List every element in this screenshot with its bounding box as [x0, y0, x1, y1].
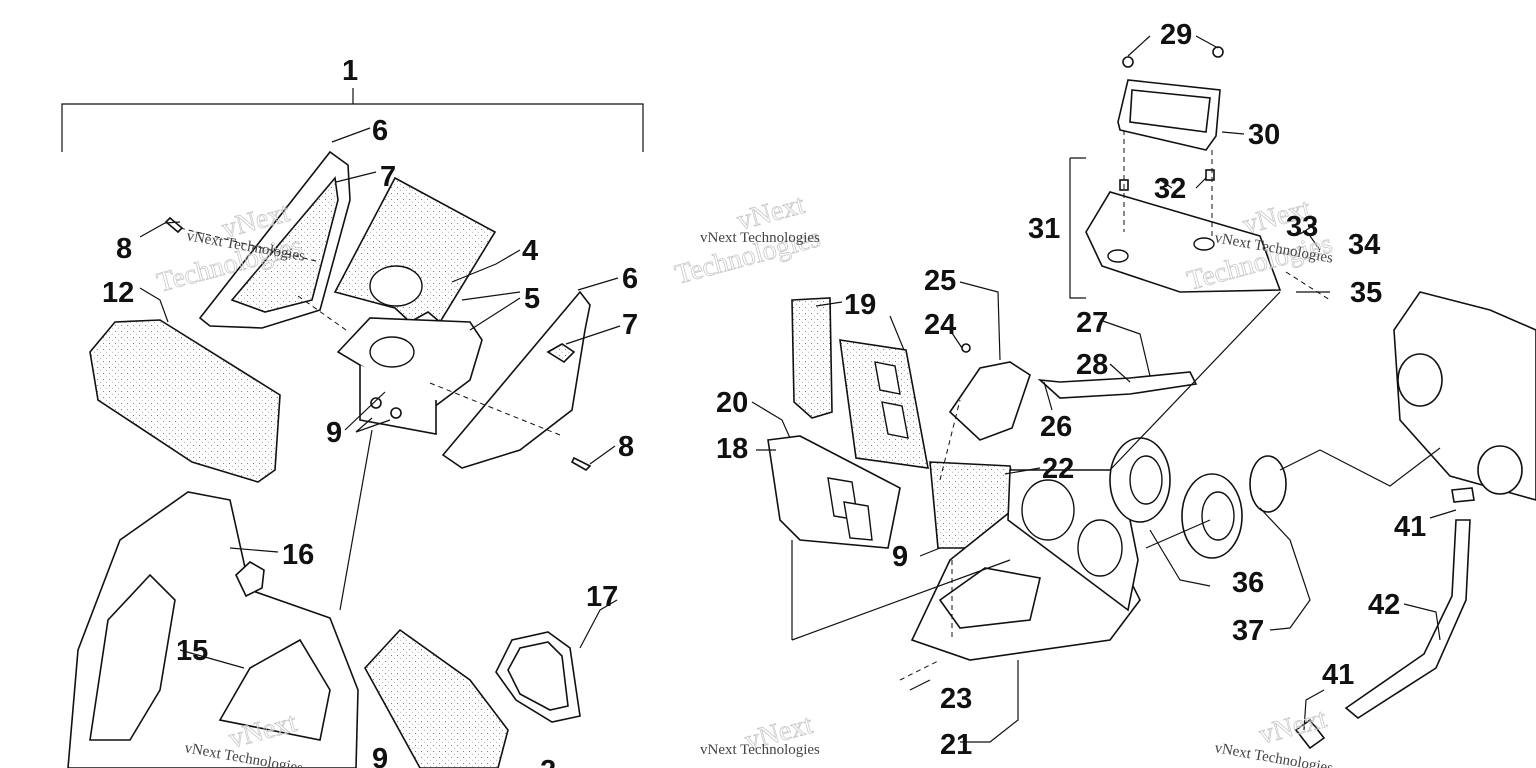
callout-35: 35 [1350, 277, 1382, 309]
callout-20: 20 [716, 387, 748, 419]
gasket-19b-slot1 [874, 361, 901, 395]
callout-15: 15 [176, 635, 208, 667]
callout-42: 42 [1368, 589, 1400, 621]
callout-7-top: 7 [380, 161, 396, 193]
plate-5-skirt [359, 365, 437, 435]
callout-41-lower: 41 [1322, 659, 1354, 691]
callout-17: 17 [586, 581, 618, 613]
clamp-41b [1294, 718, 1326, 750]
callout-22: 22 [1042, 453, 1074, 485]
screw-24 [961, 343, 971, 353]
airbox-port-2 [1077, 519, 1123, 577]
filter-frame-right [441, 290, 591, 469]
callout-9-bottom: 9 [372, 743, 388, 768]
nut-9b [390, 407, 402, 419]
hose-28 [1037, 371, 1198, 399]
carb-port-2 [1477, 445, 1523, 495]
callout-19: 19 [844, 289, 876, 321]
screw-29a [1122, 56, 1134, 68]
callout-labels: 1 6 7 8 4 12 5 6 7 9 8 16 17 15 9 2 29 3… [102, 19, 1426, 768]
boot-36a-inner [1129, 455, 1163, 505]
callout-8-right: 8 [618, 431, 634, 463]
hood-panel-window-right [218, 638, 331, 741]
hood-panel-window-left [89, 573, 176, 741]
callout-8-left: 8 [116, 233, 132, 265]
bracket-31-hole2 [1193, 237, 1215, 251]
bracket-31-brace [1069, 157, 1086, 299]
callout-5: 5 [524, 283, 540, 315]
callout-18: 18 [716, 433, 748, 465]
screw-29b [1212, 46, 1224, 58]
callout-24: 24 [924, 309, 956, 341]
center-airbox-assembly [751, 35, 1536, 750]
callout-23: 23 [940, 683, 972, 715]
callout-37: 37 [1232, 615, 1264, 647]
callout-7-right: 7 [622, 309, 638, 341]
callout-partial: 2 [540, 755, 556, 768]
watermark-brand-9: vNext [1256, 703, 1330, 751]
callout-33: 33 [1286, 211, 1318, 243]
clamp-41a [1451, 487, 1475, 503]
callout-6-right: 6 [622, 263, 638, 295]
callout-27: 27 [1076, 307, 1108, 339]
airbox-port-1 [1021, 479, 1075, 541]
foam-silencer-12 [89, 319, 281, 483]
callout-4: 4 [522, 235, 538, 267]
plate-5-hole [369, 336, 415, 368]
callout-16: 16 [282, 539, 314, 571]
foam-panel-hole [369, 265, 423, 307]
callout-31: 31 [1028, 213, 1060, 245]
foam-block-lower [364, 628, 509, 768]
callout-26: 26 [1040, 411, 1072, 443]
clamp-37 [1249, 455, 1287, 513]
assembly-dash-lines [179, 227, 561, 436]
callout-1: 1 [342, 55, 358, 87]
gasket-19a [791, 297, 833, 419]
bracket-31-hole1 [1107, 249, 1129, 263]
carb-port-1 [1397, 353, 1443, 407]
clip-16 [235, 561, 265, 598]
callout-21: 21 [940, 729, 972, 761]
callout-32: 32 [1154, 173, 1186, 205]
fuel-line-42 [1344, 519, 1471, 719]
callout-12: 12 [102, 277, 134, 309]
callout-6-top: 6 [372, 115, 388, 147]
screw-8-left [164, 216, 184, 234]
watermark-small-5: vNext Technologies [700, 742, 820, 758]
nut-9a [370, 397, 382, 409]
fuel-pump-25 [948, 361, 1031, 441]
bracket-31 [1085, 191, 1282, 293]
callout-9-upper: 9 [326, 417, 342, 449]
callout-25: 25 [924, 265, 956, 297]
leader-lines-left [139, 127, 621, 669]
callout-30: 30 [1248, 119, 1280, 151]
left-airbox-assembly [61, 88, 644, 768]
callout-29: 29 [1160, 19, 1192, 51]
spacer-32b [1205, 169, 1215, 181]
callout-28: 28 [1076, 349, 1108, 381]
screw-8-right [570, 456, 592, 471]
seal-17-inner [507, 641, 569, 711]
leader-lines-center [751, 35, 1457, 743]
assembly-bracket [61, 88, 644, 152]
airbox-base-opening [938, 567, 1041, 629]
gasket-19b-slot2 [881, 401, 909, 439]
callout-41-upper: 41 [1394, 511, 1426, 543]
filter-element-left [230, 176, 339, 313]
callout-34: 34 [1348, 229, 1380, 261]
watermark-small-2: vNext Technologies [700, 230, 820, 246]
plate-18-slot2 [843, 501, 873, 541]
callout-36: 36 [1232, 567, 1264, 599]
callout-9-center: 9 [892, 541, 908, 573]
boot-36b-inner [1201, 491, 1235, 541]
module-30-label [1129, 89, 1211, 133]
grommet-7 [546, 343, 576, 364]
